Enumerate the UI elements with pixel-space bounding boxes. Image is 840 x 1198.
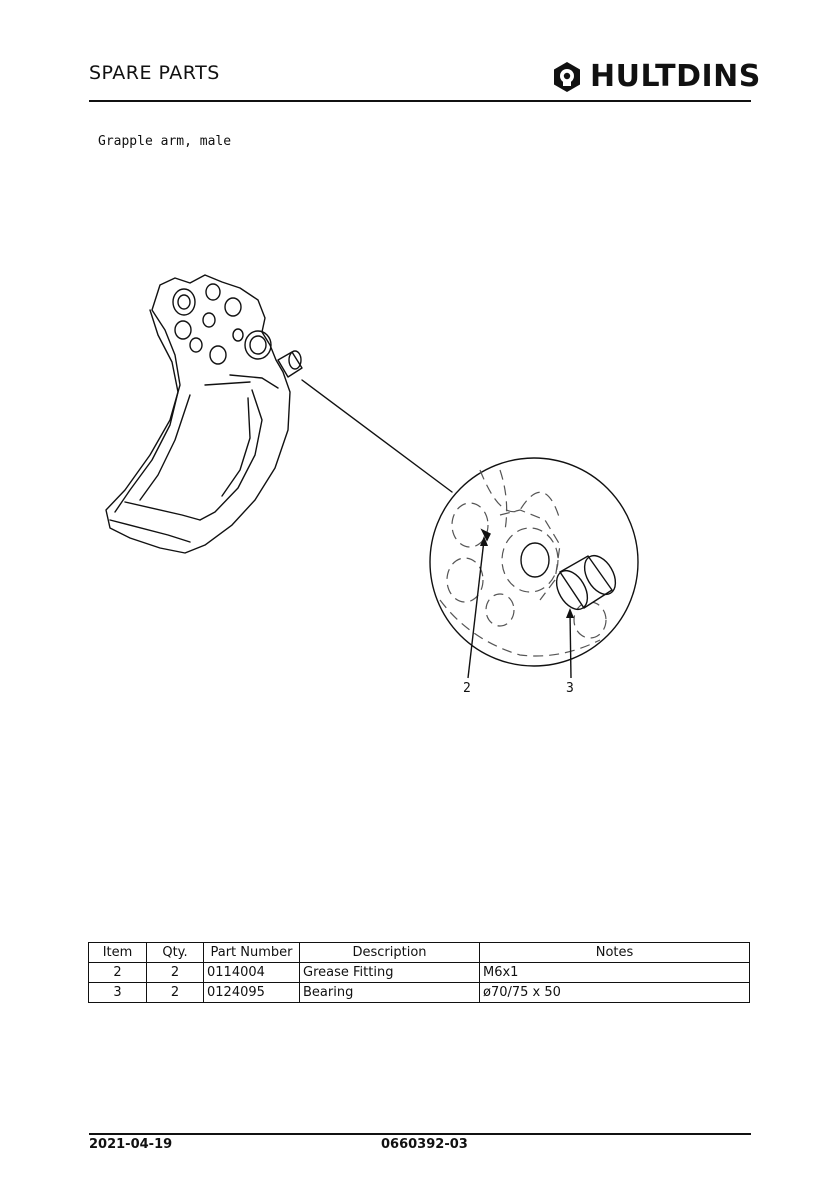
column-header-qty: Qty. [146, 942, 204, 963]
column-header-item: Item [88, 942, 147, 963]
footer-date: 2021-04-19 [89, 1137, 173, 1152]
column-header-part-number: Part Number [203, 942, 300, 963]
cell-notes: M6x1 [479, 962, 750, 983]
cell-item: 2 [88, 962, 147, 983]
cell-description: Bearing [299, 982, 480, 1003]
assembly-title: Grapple arm, male [98, 134, 232, 149]
exploded-view-drawing [105, 274, 639, 679]
column-header-description: Description [299, 942, 480, 963]
page-title: SPARE PARTS [89, 62, 220, 84]
table-row: 3 2 0124095 Bearing ø70/75 x 50 [88, 982, 750, 1003]
detail-view-circle [429, 457, 639, 667]
brand-logo: HULTDINS [550, 58, 761, 96]
cell-qty: 2 [146, 962, 204, 983]
parts-table: Item Qty. Part Number Description Notes … [88, 942, 750, 1003]
table-row: 2 2 0114004 Grease Fitting M6x1 [88, 962, 750, 983]
cell-part-number: 0124095 [203, 982, 300, 1003]
bearing-small [277, 351, 303, 378]
hultdins-logo-icon [554, 62, 580, 92]
cell-qty: 2 [146, 982, 204, 1003]
grapple-arm-outline [105, 274, 291, 554]
cell-description: Grease Fitting [299, 962, 480, 983]
footer-document-number: 0660392-03 [381, 1137, 468, 1152]
table-header-row: Item Qty. Part Number Description Notes [88, 942, 750, 963]
bearing-detail [559, 555, 613, 609]
column-header-notes: Notes [479, 942, 750, 963]
cell-part-number: 0114004 [203, 962, 300, 983]
brand-name: HULTDINS [590, 59, 761, 94]
footer-divider [89, 1133, 751, 1135]
cell-notes: ø70/75 x 50 [479, 982, 750, 1003]
cell-item: 3 [88, 982, 147, 1003]
grease-fitting [480, 528, 491, 542]
callout-3: 3 [566, 681, 574, 696]
callout-2: 2 [463, 681, 471, 696]
header-divider [89, 100, 751, 102]
